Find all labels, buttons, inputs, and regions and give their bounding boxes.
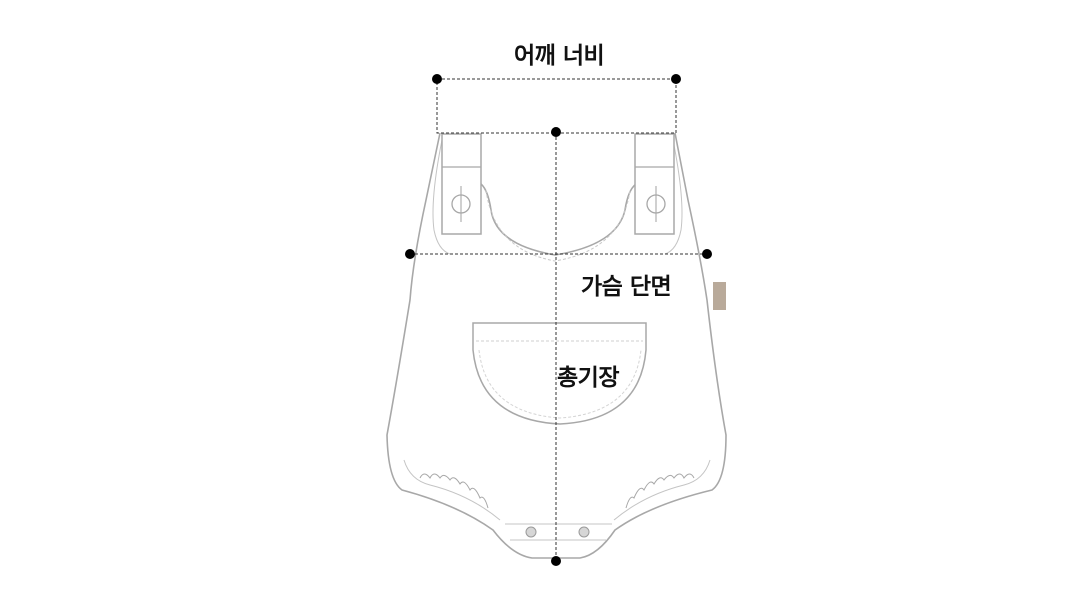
measure-point-icon (405, 249, 415, 259)
strap-button-icon (646, 186, 666, 222)
shoulder-width-label: 어깨 너비 (514, 43, 605, 69)
snap-button-icon (578, 526, 590, 538)
right-armhole (664, 139, 683, 255)
measure-point-icon (671, 74, 681, 84)
total-length-label: 총기장 (557, 365, 619, 391)
measure-point-icon (432, 74, 442, 84)
side-label-tab (713, 282, 726, 310)
chest-width-label: 가슴 단면 (581, 274, 672, 300)
bib-neckline (480, 183, 637, 256)
shoulder-width-measure-box (436, 78, 677, 134)
bib-stitch (485, 189, 631, 262)
left-leg-ruffle (419, 473, 489, 509)
crotch-band (505, 523, 612, 541)
left-armhole (432, 139, 451, 255)
right-leg-ruffle (625, 473, 695, 509)
right-strap (634, 133, 675, 235)
left-leg-elastic (403, 459, 501, 521)
measure-point-icon (702, 249, 712, 259)
measure-point-icon (551, 556, 561, 566)
pocket-inner-stitch (478, 349, 642, 419)
strap-button-icon (451, 186, 471, 222)
front-pocket (472, 322, 647, 425)
snap-button-icon (525, 526, 537, 538)
measure-point-icon (551, 127, 561, 137)
right-leg-elastic (613, 459, 711, 521)
